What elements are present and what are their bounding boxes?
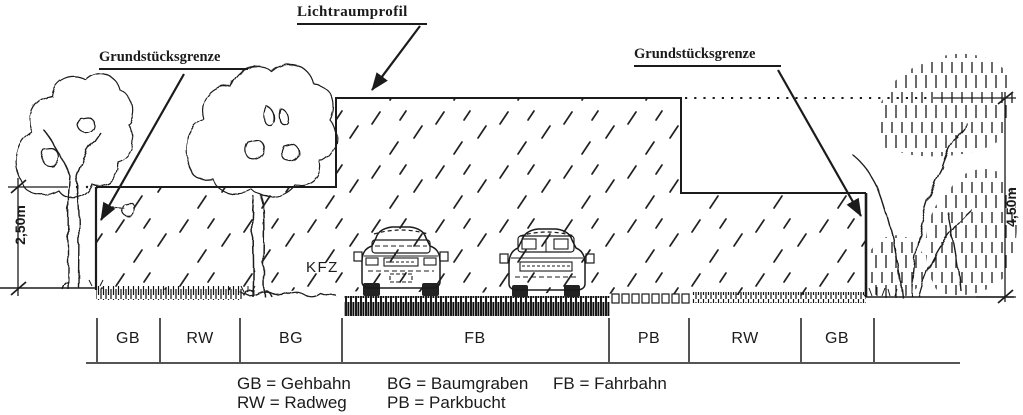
right-trees (851, 53, 1017, 299)
legend-baumgraben: BG = Baumgraben (387, 374, 529, 393)
road-surface (344, 296, 610, 316)
clearance-profile-outline (94, 97, 868, 297)
legend-gehbahn: GB = Gehbahn (237, 374, 351, 393)
car-right (499, 228, 595, 297)
sidewalk-left-surface (96, 286, 242, 300)
dimension-right-line (976, 91, 1016, 304)
zone-label-rw-right: RW (731, 330, 759, 347)
leader-right-boundary (777, 69, 862, 217)
ground-surfaces (0, 279, 1014, 316)
zone-label-rw-left: RW (186, 330, 214, 347)
dimension-left-line (8, 178, 89, 296)
property-boundary-label-right: Grundstücksgrenze (634, 46, 781, 67)
zone-label-pb: PB (637, 330, 661, 347)
vehicle-label: KFZ (306, 259, 339, 276)
legend-fahrbahn: FB = Fahrbahn (553, 374, 667, 393)
zone-label-gb-left: GB (115, 330, 141, 347)
legend-parkbucht: PB = Parkbucht (387, 393, 506, 412)
zone-label-fb: FB (464, 330, 486, 347)
leader-lichtraumprofil (371, 25, 421, 91)
soil-line-baumgraben (239, 290, 337, 297)
leader-left-boundary (100, 73, 185, 221)
zone-label-bg: BG (278, 330, 304, 347)
lichtraumprofil-label: Lichtraumprofil (297, 4, 427, 25)
sidewalk-right-surface (692, 292, 866, 303)
car-left (353, 226, 449, 296)
legend-radweg: RW = Radweg (237, 393, 347, 412)
zone-label-gb-right: GB (824, 330, 850, 347)
middle-tree (185, 64, 337, 297)
property-boundary-label-left: Grundstücksgrenze (99, 49, 248, 70)
dimension-left-value: 2,50m (12, 205, 28, 245)
dimension-right-value: 4,50m (1003, 187, 1019, 227)
zone-scale (86, 318, 960, 364)
leader-lines (100, 25, 862, 221)
parking-blocks (611, 293, 690, 304)
